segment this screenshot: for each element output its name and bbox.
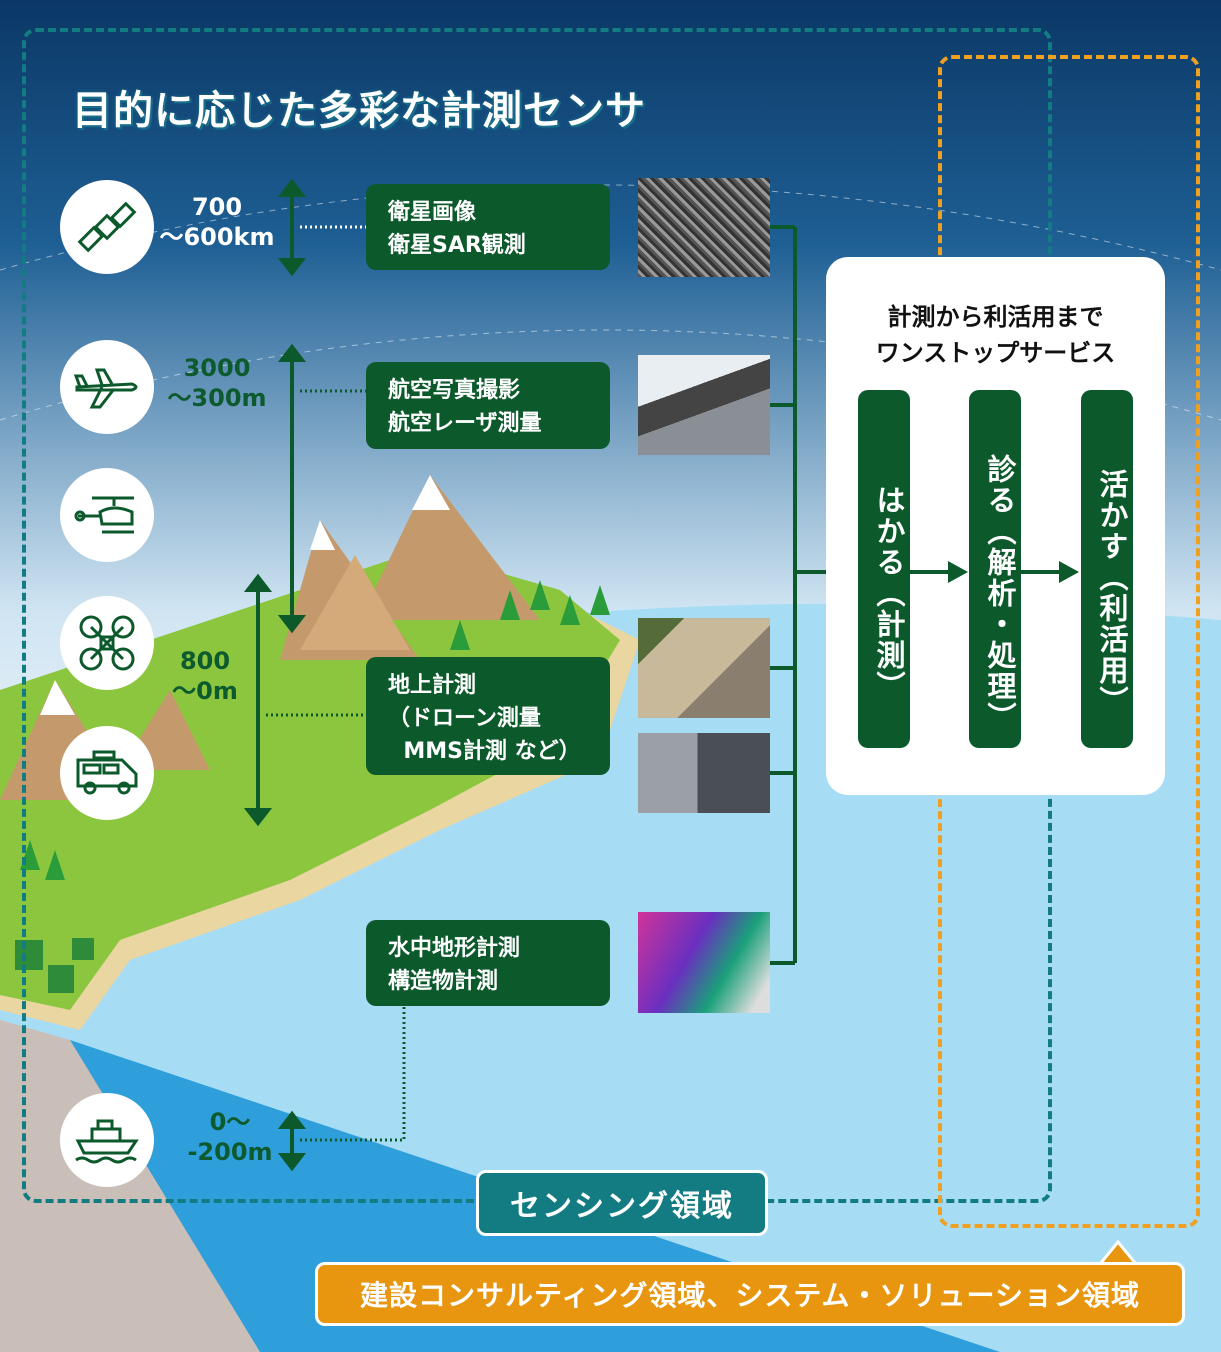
satellite-image-photo [638,178,770,277]
sensor-box-aerial: 航空写真撮影 航空レーザ測量 [366,362,610,449]
altitude-satellite: 700 〜600km [159,193,275,251]
ground-survey-photo [638,618,770,718]
drone-icon [60,596,154,690]
van-icon [60,726,154,820]
altitude-aircraft: 3000 〜300m [167,354,267,412]
one-stop-service-panel: 計測から利活用まで ワンストップサービス はかる（計測） 診る（解析・処理） 活… [826,257,1165,795]
sensing-area-label: センシング領域 [476,1170,768,1236]
orange-label-pointer [1100,1240,1136,1264]
page-title: 目的に応じた多彩な計測センサ [72,88,646,134]
sensor-box-ground: 地上計測 （ドローン測量 MMS計測 など） [366,657,610,775]
altitude-underwater: 0〜 -200m [187,1108,273,1166]
satellite-icon [60,180,154,274]
sensor-box-satellite: 衛星画像 衛星SAR観測 [366,184,610,270]
step-utilize: 活かす（利活用） [1081,390,1133,748]
service-title: 計測から利活用まで ワンストップサービス [875,303,1116,367]
altitude-ground: 800 〜0m [172,647,238,705]
helicopter-icon [60,468,154,562]
airplane-icon [60,340,154,434]
arrow-right-icon [1021,561,1079,583]
sensor-box-underwater: 水中地形計測 構造物計測 [366,920,610,1006]
step-analyze: 診る（解析・処理） [969,390,1021,748]
step-measure: はかる（計測） [858,390,910,748]
aerial-laser-photo [638,355,770,455]
consulting-area-label: 建設コンサルティング領域、システム・ソリューション領域 [315,1262,1185,1326]
mms-vehicle-photo [638,733,770,813]
underwater-pointcloud-photo [638,912,770,1013]
ship-icon [60,1093,154,1187]
arrow-right-icon [910,561,968,583]
